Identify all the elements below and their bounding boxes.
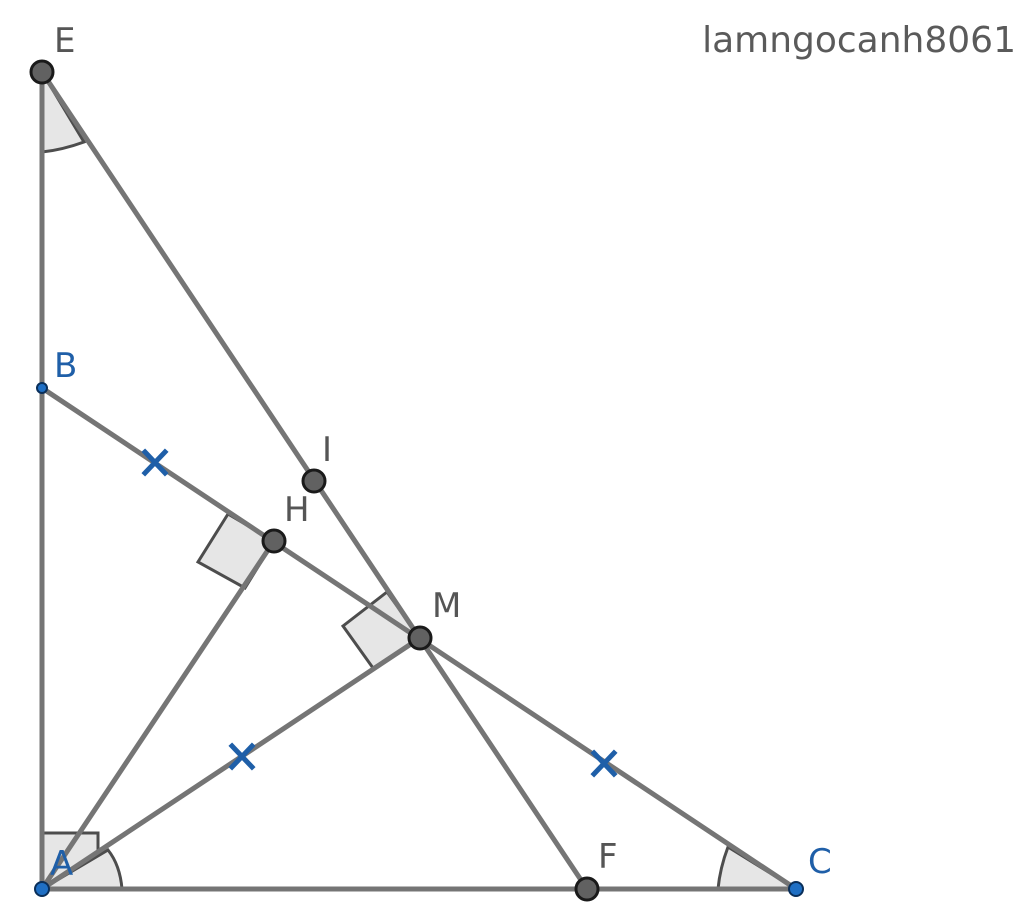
point-h	[261, 528, 287, 554]
point-e	[29, 59, 55, 85]
label-e: E	[54, 21, 75, 61]
point-i	[301, 468, 327, 494]
point-f	[574, 876, 600, 902]
point-a	[34, 881, 50, 897]
watermark-text: lamngocanh8061	[702, 20, 1016, 61]
points	[29, 59, 804, 902]
label-c: C	[808, 842, 832, 882]
tick-am	[228, 742, 256, 771]
segment-am	[39, 635, 423, 892]
point-m	[407, 625, 433, 651]
equal-ticks	[141, 448, 618, 778]
label-b: B	[54, 346, 77, 386]
tick-bm	[141, 448, 169, 477]
label-h: H	[284, 490, 310, 530]
point-b	[36, 382, 48, 394]
tick-mc	[590, 749, 618, 778]
point-c	[788, 881, 804, 897]
label-m: M	[432, 586, 461, 626]
point-labels: E B I H M A F C	[50, 21, 832, 884]
segments	[39, 69, 799, 892]
segment-ah	[39, 538, 277, 892]
label-f: F	[598, 837, 618, 877]
label-a: A	[50, 844, 73, 884]
label-i: I	[322, 430, 332, 470]
angle-marks	[36, 66, 802, 891]
right-angle-mark-h	[195, 511, 277, 591]
